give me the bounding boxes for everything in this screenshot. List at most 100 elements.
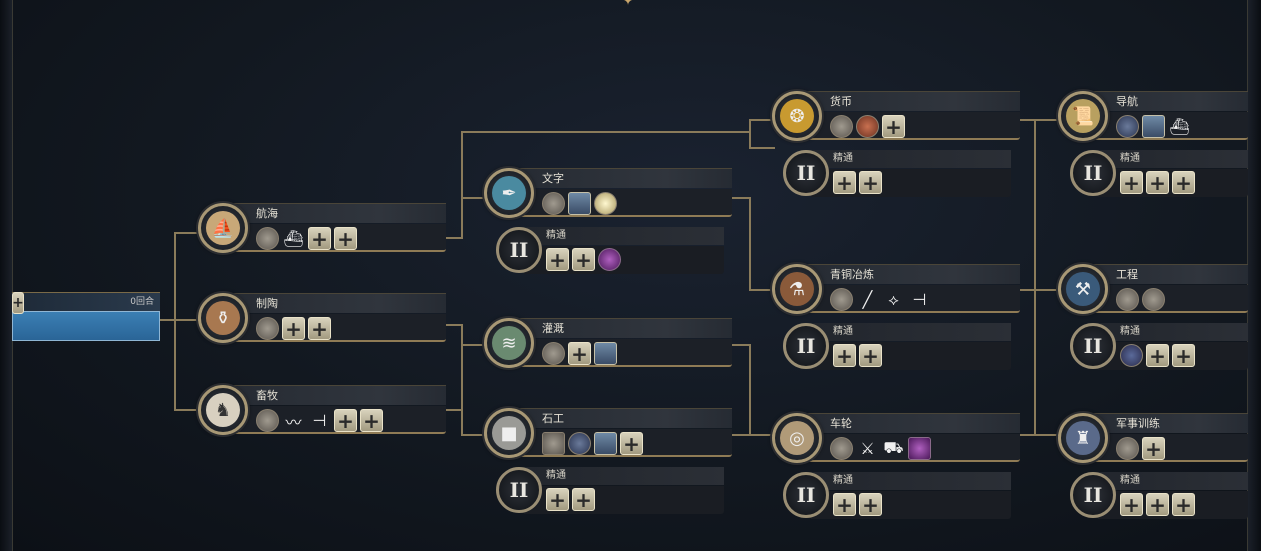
- unlocks: + +: [1120, 344, 1195, 367]
- resource-icon[interactable]: [908, 437, 931, 460]
- bonus-plus-icon[interactable]: +: [1146, 171, 1169, 194]
- bonus-plus-icon[interactable]: +: [859, 493, 882, 516]
- tech-writing[interactable]: 文字 ✒: [484, 168, 732, 218]
- path-icon[interactable]: 〰: [285, 412, 302, 432]
- bonus-plus-icon[interactable]: +: [360, 409, 383, 432]
- progress-bar: [12, 311, 160, 341]
- tech-pottery[interactable]: 制陶 ⚱ + +: [198, 293, 446, 343]
- tower-icon[interactable]: [1116, 115, 1139, 138]
- ship-icon[interactable]: ⛴: [1169, 117, 1190, 136]
- roman-numeral: II: [783, 472, 829, 518]
- bonus-plus-icon[interactable]: +: [1172, 493, 1195, 516]
- building-icon[interactable]: [1116, 288, 1139, 311]
- bonus-plus-icon[interactable]: +: [620, 432, 643, 455]
- crossbow-icon[interactable]: ⊣: [912, 290, 927, 309]
- market-icon[interactable]: [830, 115, 853, 138]
- building-icon[interactable]: [830, 288, 853, 311]
- bonus-plus-icon[interactable]: +: [833, 493, 856, 516]
- bonus-plus-icon[interactable]: +: [308, 227, 331, 250]
- building-icon[interactable]: [830, 437, 853, 460]
- bonus-plus-icon[interactable]: +: [282, 317, 305, 340]
- bonus-plus-icon[interactable]: +: [1142, 437, 1165, 460]
- tech-title: 青铜冶炼: [802, 264, 1020, 284]
- mastery-navigation[interactable]: 精通 II + + +: [1070, 150, 1248, 198]
- tech-body: [1088, 285, 1248, 313]
- roman-numeral: II: [783, 150, 829, 196]
- unlocks: +: [830, 115, 905, 138]
- unlocks: + + +: [1120, 493, 1195, 516]
- roman-numeral: II: [496, 467, 542, 513]
- bonus-plus-icon[interactable]: +: [882, 115, 905, 138]
- horse-icon: ♞: [198, 385, 248, 435]
- tech-sailing[interactable]: 航海 ⛵ ⛴ + +: [198, 203, 446, 253]
- bronze-icon: ⚗: [772, 264, 822, 314]
- unlocks: + +: [546, 248, 621, 271]
- mastery-masonry[interactable]: 精通 II + +: [496, 467, 724, 515]
- mastery-engineering[interactable]: 精通 II + +: [1070, 323, 1248, 371]
- tower-icon[interactable]: [568, 432, 591, 455]
- building-icon[interactable]: [1116, 437, 1139, 460]
- cart-icon[interactable]: ⛟: [883, 438, 904, 457]
- bonus-plus-icon[interactable]: +: [334, 409, 357, 432]
- bonus-plus-icon[interactable]: +: [859, 344, 882, 367]
- building-icon[interactable]: [256, 317, 279, 340]
- wonder-icon[interactable]: [594, 342, 617, 365]
- tech-navigation[interactable]: 导航 📜 ⛴: [1058, 91, 1248, 141]
- bonus-plus-icon[interactable]: +: [572, 248, 595, 271]
- tech-masonry[interactable]: 石工 ■ +: [484, 408, 732, 458]
- unlocks: +: [542, 342, 617, 365]
- bonus-plus-icon[interactable]: +: [1120, 171, 1143, 194]
- resource-icon[interactable]: [598, 248, 621, 271]
- building-icon[interactable]: [256, 409, 279, 432]
- bow-icon[interactable]: ⟡: [888, 289, 899, 309]
- monument-icon[interactable]: [568, 192, 591, 215]
- wonder-icon[interactable]: [594, 432, 617, 455]
- bonus-plus-icon[interactable]: +: [568, 342, 591, 365]
- bonus-plus-icon[interactable]: +: [1146, 493, 1169, 516]
- ship-icon[interactable]: ⛴: [283, 229, 304, 248]
- bonus-plus-icon[interactable]: +: [308, 317, 331, 340]
- idea-icon[interactable]: [594, 192, 617, 215]
- spear-icon[interactable]: ╱: [862, 290, 873, 309]
- bonus-plus-icon[interactable]: +: [859, 171, 882, 194]
- unlocks: [1116, 288, 1165, 311]
- sailboat-icon: ⛵: [198, 203, 248, 253]
- mastery-military-training[interactable]: 精通 II + + +: [1070, 472, 1248, 520]
- current-research-bar[interactable]: 0回合: [12, 292, 160, 344]
- unit-icon[interactable]: [256, 227, 279, 250]
- tech-title: 灌溉: [514, 318, 732, 338]
- tech-bronze-working[interactable]: 青铜冶炼 ⚗ ╱ ⟡ ⊣: [772, 264, 1020, 314]
- bonus-plus-icon[interactable]: +: [1120, 493, 1143, 516]
- storage-icon[interactable]: [856, 115, 879, 138]
- unlocks: + +: [833, 493, 882, 516]
- bonus-plus-icon[interactable]: +: [1172, 171, 1195, 194]
- tech-military-training[interactable]: 军事训练 ♜ +: [1058, 413, 1248, 463]
- tech-irrigation[interactable]: 灌溉 ≋ +: [484, 318, 732, 368]
- bonus-plus-icon[interactable]: +: [572, 488, 595, 511]
- bonus-plus-icon[interactable]: +: [546, 248, 569, 271]
- coast-icon[interactable]: [1120, 344, 1143, 367]
- bonus-plus-icon[interactable]: +: [334, 227, 357, 250]
- tech-currency[interactable]: 货币 ❂ +: [772, 91, 1020, 141]
- bonus-plus-icon[interactable]: +: [1172, 344, 1195, 367]
- tech-husbandry[interactable]: 畜牧 ♞ 〰 ⊣ + +: [198, 385, 446, 435]
- bonus-plus-icon[interactable]: +: [1146, 344, 1169, 367]
- bonus-plus-icon[interactable]: +: [833, 171, 856, 194]
- building-icon[interactable]: [542, 192, 565, 215]
- monument-icon[interactable]: [1142, 115, 1165, 138]
- spear-icon[interactable]: ⊣: [312, 411, 327, 430]
- tech-wheel[interactable]: 车轮 ◎ ⚔ ⛟: [772, 413, 1020, 463]
- chariot-icon[interactable]: ⚔: [860, 439, 875, 458]
- tech-engineering[interactable]: 工程 ⚒: [1058, 264, 1248, 314]
- bonus-plus-icon[interactable]: +: [546, 488, 569, 511]
- wall-icon[interactable]: [542, 432, 565, 455]
- building-icon[interactable]: [542, 342, 565, 365]
- quill-icon: ✒: [484, 168, 534, 218]
- mastery-writing[interactable]: 精通 II + +: [496, 227, 724, 275]
- expand-button[interactable]: +: [12, 292, 24, 314]
- mastery-bronze-working[interactable]: 精通 II + +: [783, 323, 1011, 371]
- building-icon[interactable]: [1142, 288, 1165, 311]
- bonus-plus-icon[interactable]: +: [833, 344, 856, 367]
- mastery-currency[interactable]: 精通 II + +: [783, 150, 1011, 198]
- mastery-wheel[interactable]: 精通 II + +: [783, 472, 1011, 520]
